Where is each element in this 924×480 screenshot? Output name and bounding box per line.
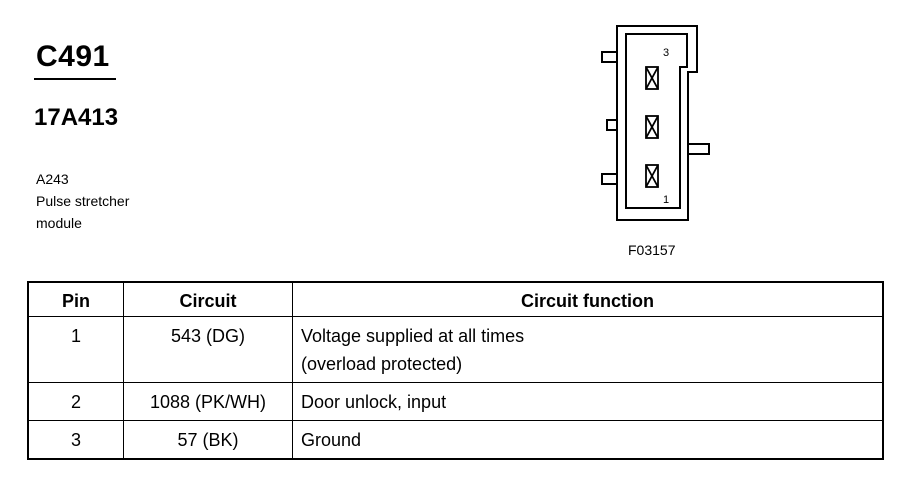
pinout-table: Pin Circuit Circuit function 1 543 (DG) … (27, 281, 884, 460)
cell-pin: 1 (27, 316, 124, 383)
connector-id: C491 (36, 40, 110, 73)
table-row: 3 57 (BK) Ground (27, 420, 884, 460)
table-row: 1 543 (DG) Voltage supplied at all times… (27, 316, 884, 383)
pin-label-top: 3 (663, 47, 669, 59)
header-circuit: Circuit (123, 281, 293, 317)
cell-function-line: Ground (301, 430, 362, 450)
figure-code: F03157 (628, 242, 676, 258)
cell-function-line: Voltage supplied at all times (301, 326, 525, 346)
cell-function: Door unlock, input (292, 382, 884, 421)
table-header-row: Pin Circuit Circuit function (27, 281, 884, 317)
cell-circuit: 57 (BK) (123, 420, 293, 460)
module-name-line-2: module (36, 215, 82, 231)
cell-pin: 3 (27, 420, 124, 460)
pin-cavity-1 (645, 164, 659, 188)
cell-function-line: (overload protected) (301, 354, 463, 374)
header-pin: Pin (27, 281, 124, 317)
pin-cavity-2 (645, 115, 659, 139)
part-number: 17A413 (34, 104, 119, 131)
connector-inner-housing (625, 33, 688, 209)
module-code: A243 (36, 171, 69, 187)
module-name-line-1: Pulse stretcher (36, 193, 130, 209)
connector-tab-left-top (601, 51, 617, 63)
connector-tab-left-bottom (601, 173, 617, 185)
connector-outer-housing (616, 25, 698, 221)
cell-circuit: 543 (DG) (123, 316, 293, 383)
pin-cavity-3 (645, 66, 659, 90)
connector-id-underline (34, 78, 116, 80)
cell-pin: 2 (27, 382, 124, 421)
cell-function-line: Door unlock, input (301, 392, 447, 412)
cell-function: Voltage supplied at all times (overload … (292, 316, 884, 383)
cell-circuit: 1088 (PK/WH) (123, 382, 293, 421)
header-circuit-function: Circuit function (292, 281, 884, 317)
pin-label-bottom: 1 (663, 194, 669, 206)
cell-function: Ground (292, 420, 884, 460)
table-row: 2 1088 (PK/WH) Door unlock, input (27, 382, 884, 421)
module-description: A243 Pulse stretcher module (36, 168, 129, 234)
connector-tab-left-mid (606, 119, 617, 131)
connector-diagram: 3 1 (601, 25, 710, 221)
connector-tab-right (688, 143, 710, 155)
